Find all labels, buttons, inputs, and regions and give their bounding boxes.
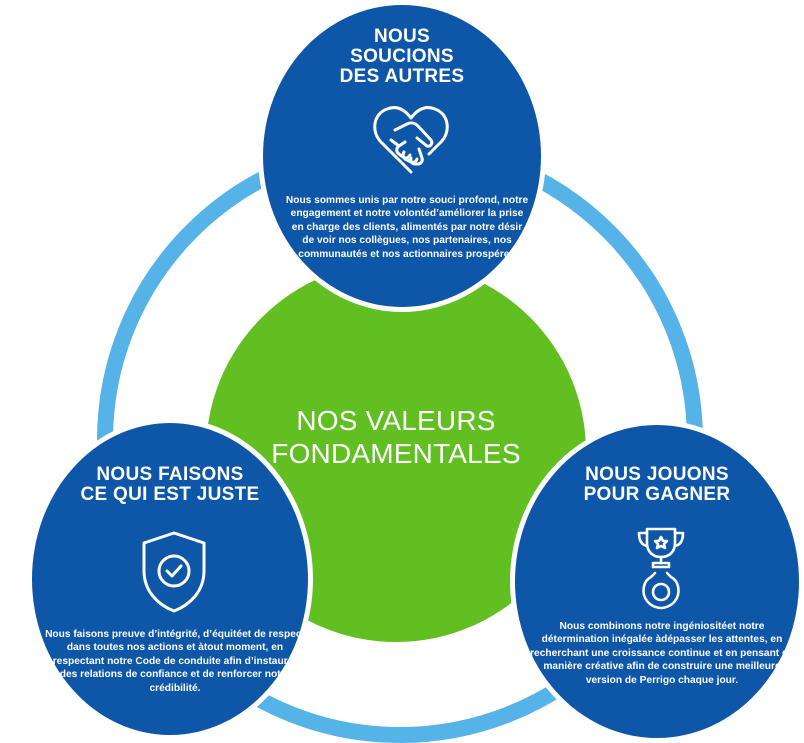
value-care-text: Nous sommes unis par notre souci profond… — [285, 195, 529, 260]
value-care-circle: NOUS SOUCIONS DES AUTRES Nous sommes uni… — [258, 0, 546, 312]
heart-handshake-icon — [373, 106, 449, 174]
value-care-title: NOUS SOUCIONS DES AUTRES — [263, 27, 541, 87]
value-care-title-line3: DES AUTRES — [339, 66, 465, 87]
value-win-title: NOUS JOUONS POUR GAGNER — [515, 465, 799, 505]
value-right-title-line2: CE QUI EST JUSTE — [80, 484, 260, 505]
center-title-line2: FONDAMENTALES — [271, 438, 521, 469]
value-right-title: NOUS FAISONS CE QUI EST JUSTE — [32, 465, 308, 505]
value-win-circle: NOUS JOUONS POUR GAGNER Nous combinons n… — [510, 420, 804, 743]
value-right-text: Nous faisons preuve d’intégrité, d’équit… — [45, 629, 305, 694]
center-title: NOS VALEURS FONDAMENTALES — [206, 404, 586, 470]
value-right-title-line1: NOUS FAISONS — [96, 464, 244, 485]
value-win-title-line2: POUR GAGNER — [583, 484, 731, 505]
value-win-text: Nous combinons notre ingéniositéet notre… — [530, 621, 794, 686]
trophy-icon — [637, 527, 685, 610]
value-care-title-line1: NOUS — [373, 26, 431, 47]
value-win-title-line1: NOUS JOUONS — [585, 464, 729, 485]
value-care-title-line2: SOUCIONS — [350, 46, 454, 67]
center-title-line1: NOS VALEURS — [296, 405, 496, 436]
value-right-circle: NOUS FAISONS CE QUI EST JUSTE Nous faiso… — [27, 418, 313, 740]
shield-check-icon — [142, 531, 206, 613]
